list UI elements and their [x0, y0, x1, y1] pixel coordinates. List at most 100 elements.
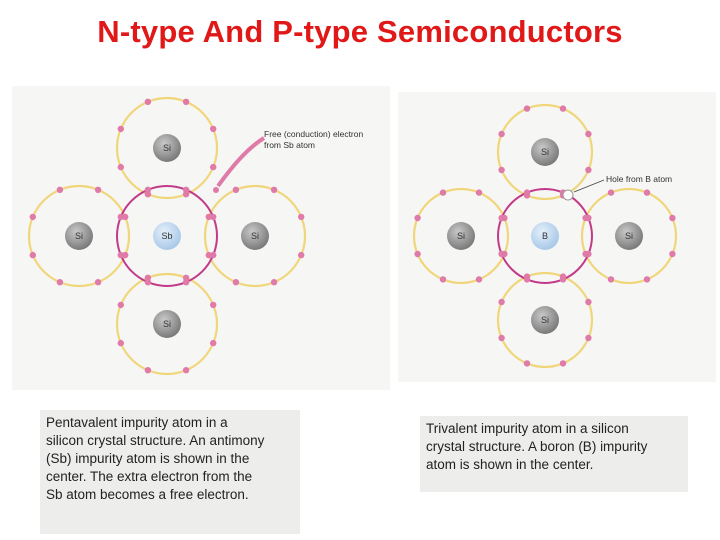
left-electron-center-0 — [210, 251, 217, 259]
right-atom-label-center: B — [542, 231, 548, 241]
left-electron-left-2 — [56, 279, 64, 286]
left-orbit-right — [203, 184, 307, 288]
right-electron-bottom-1 — [559, 360, 567, 367]
right-nucleus-bottom — [531, 306, 559, 334]
right-electron-center-5 — [523, 189, 531, 196]
left-electron-left-1 — [94, 279, 102, 286]
left-electron-right-5 — [232, 186, 240, 193]
left-electron-bottom-2 — [144, 367, 152, 374]
right-electron-left-4 — [414, 214, 421, 222]
right-electron-center-7 — [585, 214, 592, 222]
left-electron-center-4 — [117, 213, 125, 221]
right-electron-bottom-3 — [498, 334, 505, 342]
p-type-caption: Trivalent impurity atom in a silicon cry… — [420, 416, 688, 492]
left-electron-bottom-7 — [210, 301, 217, 309]
left-nucleus-top — [153, 134, 181, 162]
right-electron-top-6 — [559, 105, 567, 112]
left-electron-left-3 — [29, 251, 36, 259]
hole-callout-line — [573, 179, 605, 193]
right-nucleus-center — [531, 222, 559, 250]
n-callout-line2: from Sb atom — [264, 140, 315, 150]
right-electron-left-2 — [439, 276, 447, 283]
right-electron-top-4 — [498, 130, 505, 138]
left-electron-bottom-1 — [182, 367, 190, 374]
left-electron-right-4 — [205, 213, 212, 221]
right-electron-bottom-0 — [585, 334, 592, 342]
right-electron-left-6 — [475, 189, 483, 196]
left-electron-right-7 — [298, 213, 305, 221]
right-electron-left-5 — [439, 189, 447, 196]
left-electron-bottom-3 — [117, 339, 125, 347]
left-electron-center-3 — [117, 251, 125, 259]
right-nucleus-right — [615, 222, 643, 250]
right-electron-left-1 — [475, 276, 483, 283]
right-nucleus-left — [447, 222, 475, 250]
right-atom-label-right: Si — [625, 231, 633, 241]
right-electron-center-1 — [559, 276, 567, 283]
right-atom-label-top: Si — [541, 147, 549, 157]
left-electron-top-4 — [117, 125, 125, 133]
right-electron-bottom-7 — [585, 298, 592, 306]
right-electron-bottom-4 — [498, 298, 505, 306]
left-atom-label-left: Si — [75, 231, 83, 241]
left-electron-bottom-0 — [210, 339, 217, 347]
right-electron-right-0 — [669, 250, 676, 258]
right-electron-right-6 — [643, 189, 651, 196]
right-atom-label-bottom: Si — [541, 315, 549, 325]
right-orbit-center — [497, 188, 593, 284]
left-atom-label-center: Sb — [161, 231, 172, 241]
left-electron-center-1 — [182, 279, 190, 286]
left-atom-label-top: Si — [163, 143, 171, 153]
hole-marker — [562, 189, 574, 201]
left-electron-right-2 — [232, 279, 240, 286]
left-electron-top-2 — [144, 191, 152, 198]
right-electron-center-2 — [523, 276, 531, 283]
right-electron-top-0 — [585, 166, 592, 174]
left-electron-right-1 — [270, 279, 278, 286]
left-nucleus-bottom — [153, 310, 181, 338]
left-orbit-center — [116, 185, 218, 287]
p-callout-line1: Hole from B atom — [606, 174, 672, 184]
left-electron-center-5 — [144, 186, 152, 193]
right-orbit-bottom — [496, 271, 594, 369]
right-electron-bottom-2 — [523, 360, 531, 367]
right-electron-right-2 — [607, 276, 615, 283]
left-electron-center-6 — [182, 186, 190, 193]
left-electron-left-6 — [94, 186, 102, 193]
left-nucleus-right — [241, 222, 269, 250]
right-orbit-top — [496, 103, 594, 201]
right-nucleus-top — [531, 138, 559, 166]
left-electron-bottom-5 — [144, 274, 152, 281]
left-electron-top-6 — [182, 98, 190, 105]
left-nucleus-center — [153, 222, 181, 250]
right-electron-top-5 — [523, 105, 531, 112]
left-electron-bottom-4 — [117, 301, 125, 309]
left-electron-top-3 — [117, 163, 125, 171]
n-callout-line1: Free (conduction) electron — [264, 129, 363, 139]
left-electron-left-0 — [122, 251, 129, 259]
right-electron-right-1 — [643, 276, 651, 283]
left-atom-label-right: Si — [251, 231, 259, 241]
left-electron-left-4 — [29, 213, 36, 221]
right-orbit-right — [580, 187, 678, 285]
right-orbit-left — [412, 187, 510, 285]
left-electron-right-6 — [270, 186, 278, 193]
left-nucleus-left — [65, 222, 93, 250]
right-electron-right-7 — [669, 214, 676, 222]
left-electron-center-2 — [144, 279, 152, 286]
left-electron-bottom-6 — [182, 274, 190, 281]
n-type-caption: Pentavalent impurity atom in a silicon c… — [40, 410, 300, 534]
left-electron-left-5 — [56, 186, 64, 193]
right-electron-center-0 — [585, 250, 592, 258]
free-electron — [213, 187, 219, 193]
right-electron-top-7 — [585, 130, 592, 138]
left-atom-label-bottom: Si — [163, 319, 171, 329]
right-electron-center-4 — [498, 214, 505, 222]
slide-title: N-type And P-type Semiconductors — [97, 14, 623, 49]
left-electron-center-7 — [210, 213, 217, 221]
left-electron-top-5 — [144, 98, 152, 105]
left-electron-top-0 — [210, 163, 217, 171]
